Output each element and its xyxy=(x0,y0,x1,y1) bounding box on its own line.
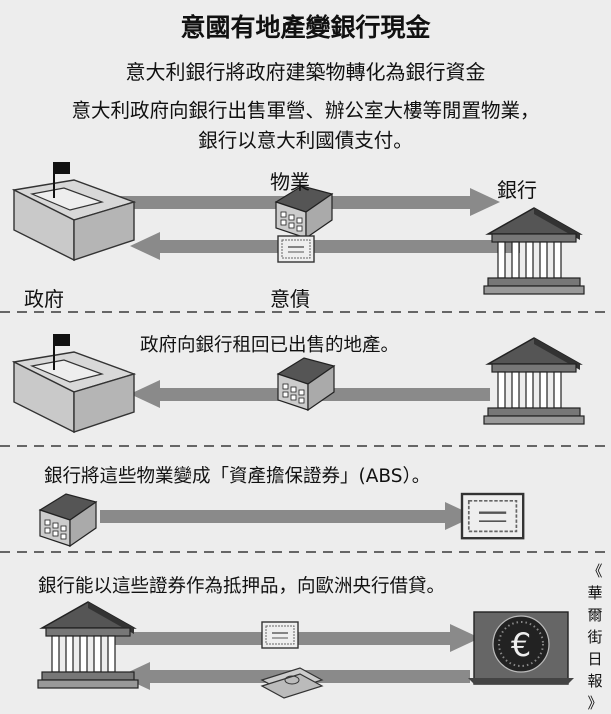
bank-building-icon xyxy=(483,337,585,425)
government-building-icon xyxy=(13,161,135,261)
source-credit: 《 華 爾 街 日 報 》 xyxy=(587,562,603,712)
step-4-text: 銀行能以這些證券作為抵押品，向歐洲央行借貸。 xyxy=(38,576,446,597)
bond-certificate-icon xyxy=(460,492,525,540)
section-3-securitize xyxy=(39,492,525,547)
section-4-ecb-borrow: € xyxy=(37,601,574,699)
page-title: 意國有地產變銀行現金 xyxy=(180,13,431,42)
bank-building-icon xyxy=(483,207,585,295)
step-2-text: 政府向銀行租回已出售的地產。 xyxy=(140,335,400,356)
government-label: 政府 xyxy=(24,287,64,311)
euro-banknote-icon xyxy=(260,667,324,699)
government-building-icon xyxy=(13,333,135,433)
warehouse-icon xyxy=(277,357,335,411)
page-subtitle: 意大利銀行將政府建築物轉化為銀行資金 xyxy=(125,60,486,84)
warehouse-icon xyxy=(39,493,97,547)
arrow-to-government xyxy=(160,240,520,253)
bond-certificate-icon xyxy=(261,621,299,649)
property-label: 物業 xyxy=(270,170,310,194)
bond-certificate-icon xyxy=(277,235,315,263)
svg-text:€: € xyxy=(511,626,531,664)
description-line-2: 銀行以意大利國債支付。 xyxy=(198,129,413,152)
arrow-to-abs xyxy=(100,510,445,523)
euro-central-bank-icon: € xyxy=(468,611,574,685)
description-line-1: 意大利政府向銀行出售軍營、辦公室大樓等閒置物業， xyxy=(71,99,540,122)
bond-label: 意債 xyxy=(270,287,310,311)
step-3-text: 銀行將這些物業變成「資產擔保證券」(ABS）。 xyxy=(44,466,431,487)
bank-label: 銀行 xyxy=(497,178,537,202)
section-2-leaseback xyxy=(13,333,585,433)
section-1-sale xyxy=(13,161,585,295)
